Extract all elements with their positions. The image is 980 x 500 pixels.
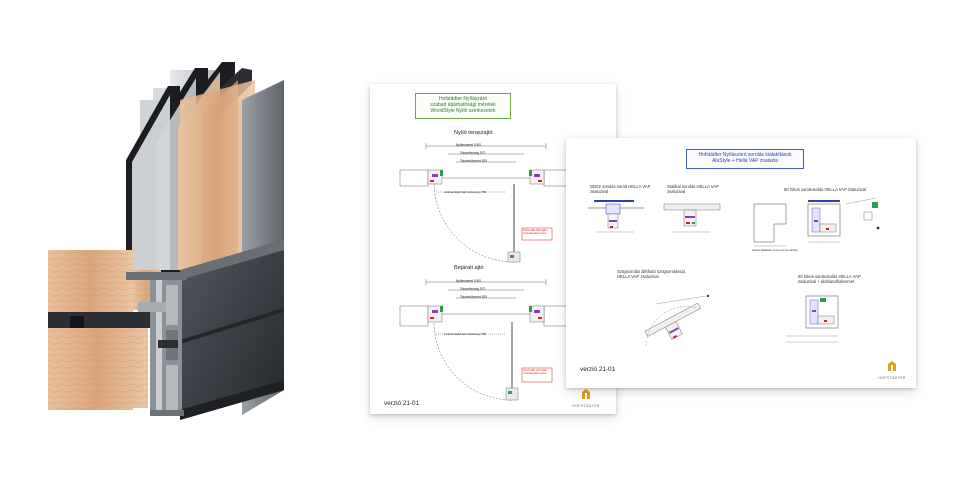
red-note: Nyitott állás több átjáró szélesség alat… [523, 229, 548, 235]
section-title-entrance-door: Bejárati ajtó [454, 265, 484, 271]
detail-corner-90-extra [786, 295, 839, 343]
sheet-alustyle: Hofstädter Nyílászáró sorolás kialakítás… [566, 138, 916, 388]
detail-corner-90 [753, 197, 880, 247]
section-title-terrace-door: Nyíló teraszajtó [454, 130, 493, 136]
caption-static: Statikai sorolás HELLA VAP zsaluzival [667, 184, 719, 194]
logo-mark-icon [888, 361, 896, 371]
version-label: verzió 21-01 [384, 400, 420, 407]
dim-label: Tokszélesség 970 [460, 151, 486, 155]
caption-line: zsaluzival [590, 189, 609, 195]
drawing-entrance-door [399, 279, 573, 401]
dim-label: Nyílásméret 1000 [456, 143, 481, 147]
clear-width-label: szabad átjárható szélesség 780 [444, 332, 487, 336]
sheet-b-title-box: Hofstädter Nyílászáró sorolás kialakítás… [686, 149, 804, 169]
logo-text: HOFSTÄDTER [572, 404, 600, 408]
caption-line: 90 fokos sarokosolás HELLA VAP [798, 274, 861, 279]
logo-text: HOFSTÄDTER [878, 376, 906, 380]
caption-line: Statikai sorolás HELLA VAP [667, 184, 719, 189]
caption-gd02: GD02 sorolás sorolt HELLA VAP zsaluzival [590, 184, 650, 194]
dim-label: Tokbelsőméret 825 [460, 159, 487, 163]
dim-label: Tokszélesség 970 [460, 287, 486, 291]
caption-corner-90: 90 fokos sarokosolás HELLA VAP zsaluziva… [784, 187, 866, 192]
sheet-a-title-line: Hofstädter Nyílászáró [438, 96, 488, 102]
clear-width-label: szabad átjárható szélesség 780 [444, 190, 487, 194]
caption-line: zsaluzival [667, 189, 686, 195]
red-note: Nyitott állás több átjáró szélesség alat… [523, 369, 548, 375]
corner-note: Sarkos kialakítás: 2 eres sor de várható [752, 249, 798, 252]
dim-label: Nyílásméret 1000 [456, 279, 481, 283]
detail-angle [644, 294, 710, 347]
detail-static [663, 203, 721, 233]
wood-sash [180, 80, 255, 270]
caption-line: GD02 sorolás sorolt HELLA VAP [590, 184, 651, 189]
drawing-terrace-door [399, 143, 573, 263]
caption-line: Szögsorolás állítható szögsorolással, [617, 269, 686, 274]
logo-mark-icon [582, 389, 590, 399]
version-label: verzió 21-01 [580, 366, 616, 373]
caption-angle: Szögsorolás állítható szögsorolással, HE… [617, 269, 686, 279]
hofstadter-logo: HOFSTÄDTER [566, 386, 606, 408]
wood-cross-section [48, 250, 161, 410]
sheet-a-title-line: WoodStyle Nyíló szerkezetek [430, 108, 496, 115]
caption-line: zsaluzival + aloblandhaltermel [798, 279, 854, 285]
window-profile-illustration [48, 62, 284, 420]
caption-corner-90-extra: 90 fokos sarokosolás HELLA VAP zsaluziva… [798, 274, 861, 284]
caption-line: 90 fokos sarokosolás HELLA VAP zsaluziva… [784, 187, 867, 192]
sheet-a-title-box: Hofstädter Nyílászáró szabad átjárhatósá… [415, 93, 511, 119]
dim-label: Tokbelsőméret 825 [460, 295, 487, 299]
sheet-b-title-line: AluStyle + Hella VAP zsaluzia [712, 158, 778, 165]
sheet-b-title-line: Hofstädter Nyílászáró sorolás kialakítás… [698, 152, 792, 158]
detail-gd02 [588, 200, 644, 233]
hofstadter-logo: HOFSTÄDTER [872, 358, 912, 380]
caption-line: HELLA VAP zsaluzival [617, 274, 659, 280]
sheet-a-title-line: szabad átjárhatósági méretek [430, 102, 496, 109]
profile-section [126, 272, 186, 416]
aluminium-frame [180, 80, 284, 420]
